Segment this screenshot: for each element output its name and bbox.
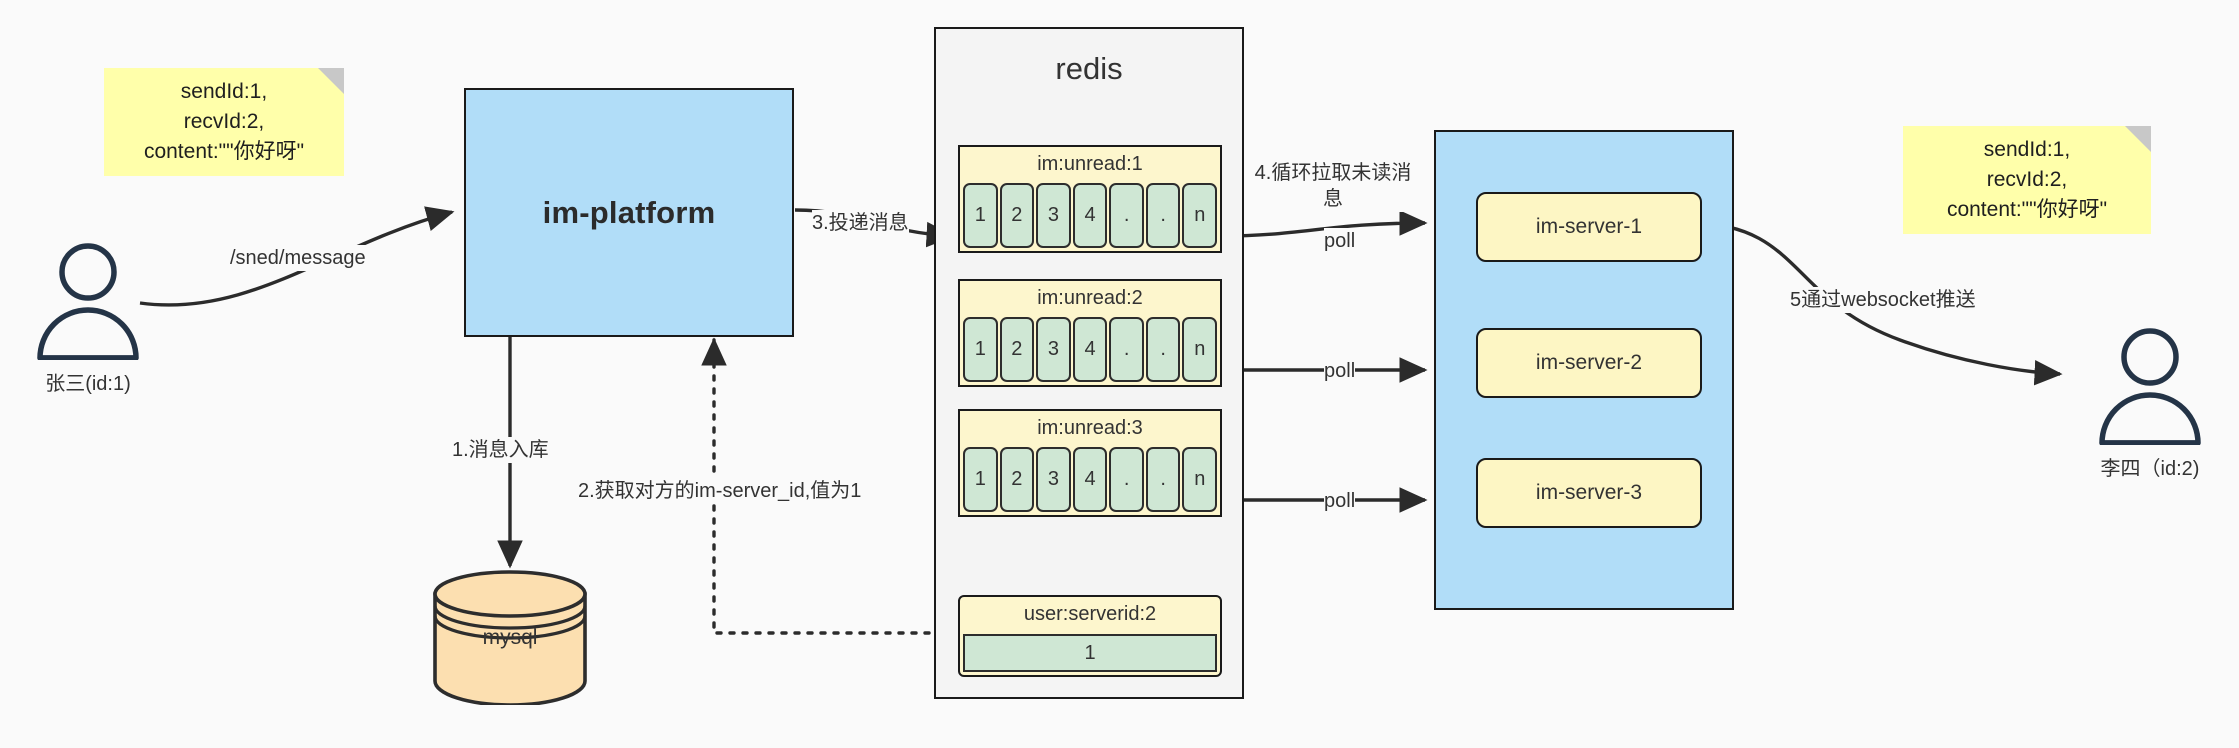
queue-cell: 2 <box>999 317 1035 382</box>
redis-panel: redis im:unread:1 1 2 3 4 . . n im:unrea… <box>934 27 1244 699</box>
redis-queue-cells: 1 2 3 4 . . n <box>963 183 1218 248</box>
queue-cell: 4 <box>1072 447 1108 512</box>
actor-sender-label: 张三(id:1) <box>45 373 131 395</box>
note-line: sendId:1, <box>180 80 268 103</box>
edge-label-poll-1: poll <box>1324 228 1356 254</box>
im-server-cluster: im-server-1 im-server-2 im-server-3 <box>1434 130 1734 610</box>
redis-queue-cells: 1 2 3 4 . . n <box>963 317 1218 382</box>
im-server-3-box: im-server-3 <box>1476 458 1702 528</box>
queue-cell: . <box>1145 183 1181 248</box>
queue-cell: . <box>1145 447 1181 512</box>
edge-label-step2: 2.获取对方的im-server_id,值为1 <box>578 478 862 504</box>
actor-sender <box>28 240 148 361</box>
note-fold-icon <box>2125 126 2151 152</box>
edge-label-step3: 3.投递消息 <box>812 210 909 236</box>
im-server-label: im-server-3 <box>1535 481 1643 504</box>
user-icon <box>37 243 139 361</box>
im-server-label: im-server-1 <box>1535 215 1643 238</box>
queue-cell: 1 <box>963 317 998 382</box>
note-message-payload-right: sendId:1, recvId:2, content:""你好呀" <box>1903 126 2151 234</box>
edge-step5-websocket <box>1689 221 2063 386</box>
queue-cell: 3 <box>1036 447 1071 512</box>
note-fold-icon <box>318 68 344 94</box>
im-platform-label: im-platform <box>542 194 716 230</box>
queue-cell: . <box>1109 317 1144 382</box>
mysql-datastore: mysql <box>430 570 590 707</box>
edge-poll-1 <box>1222 210 1428 238</box>
queue-cell: . <box>1145 317 1181 382</box>
redis-kv-user-serverid: user:serverid:2 1 <box>958 595 1222 677</box>
edge-step2-serverid <box>701 337 957 635</box>
edge-label-send-message: /sned/message <box>230 245 366 271</box>
edge-label-step1: 1.消息入库 <box>452 437 549 463</box>
edge-label-step4: 4.循环拉取未读消息 <box>1253 160 1413 212</box>
redis-queue-cells: 1 2 3 4 . . n <box>963 447 1218 512</box>
actor-receiver-label: 李四（id:2) <box>2100 458 2200 480</box>
im-server-label: im-server-2 <box>1535 351 1643 374</box>
queue-cell: . <box>1109 183 1144 248</box>
queue-cell: n <box>1182 183 1218 248</box>
redis-kv-value: 1 <box>963 634 1217 672</box>
queue-cell: 3 <box>1036 317 1071 382</box>
queue-cell: n <box>1182 447 1218 512</box>
queue-cell: 2 <box>999 183 1035 248</box>
actor-receiver <box>2090 325 2210 446</box>
redis-queue-key: im:unread:3 <box>1037 417 1143 439</box>
note-line: content:""你好呀" <box>143 140 305 163</box>
queue-cell: 1 <box>963 183 998 248</box>
user-icon <box>2099 328 2201 446</box>
redis-title: redis <box>1055 51 1123 86</box>
edge-label-step5: 5通过websocket推送 <box>1790 287 1976 313</box>
database-cylinder-icon <box>433 570 587 707</box>
im-platform-box: im-platform <box>464 88 794 337</box>
note-line: recvId:2, <box>183 110 265 133</box>
note-line: content:""你好呀" <box>1946 198 2108 221</box>
redis-queue-key: im:unread:1 <box>1037 153 1143 175</box>
redis-queue-2: im:unread:3 1 2 3 4 . . n <box>958 409 1222 517</box>
redis-queue-key: im:unread:2 <box>1037 287 1143 309</box>
note-line: sendId:1, <box>1983 138 2071 161</box>
edge-label-poll-2: poll <box>1324 358 1356 384</box>
note-line: recvId:2, <box>1986 168 2068 191</box>
edge-send-message <box>139 206 455 307</box>
note-message-payload-left: sendId:1, recvId:2, content:""你好呀" <box>104 68 344 176</box>
queue-cell: 1 <box>963 447 998 512</box>
im-server-1-box: im-server-1 <box>1476 192 1702 262</box>
queue-cell: 2 <box>999 447 1035 512</box>
queue-cell: 3 <box>1036 183 1071 248</box>
queue-cell: 4 <box>1072 317 1108 382</box>
mysql-label: mysql <box>482 626 538 649</box>
redis-queue-0: im:unread:1 1 2 3 4 . . n <box>958 145 1222 253</box>
im-server-2-box: im-server-2 <box>1476 328 1702 398</box>
redis-kv-key: user:serverid:2 <box>1023 603 1157 625</box>
edge-label-poll-3: poll <box>1324 488 1356 514</box>
queue-cell: 4 <box>1072 183 1108 248</box>
queue-cell: . <box>1109 447 1144 512</box>
queue-cell: n <box>1182 317 1218 382</box>
redis-queue-1: im:unread:2 1 2 3 4 . . n <box>958 279 1222 387</box>
